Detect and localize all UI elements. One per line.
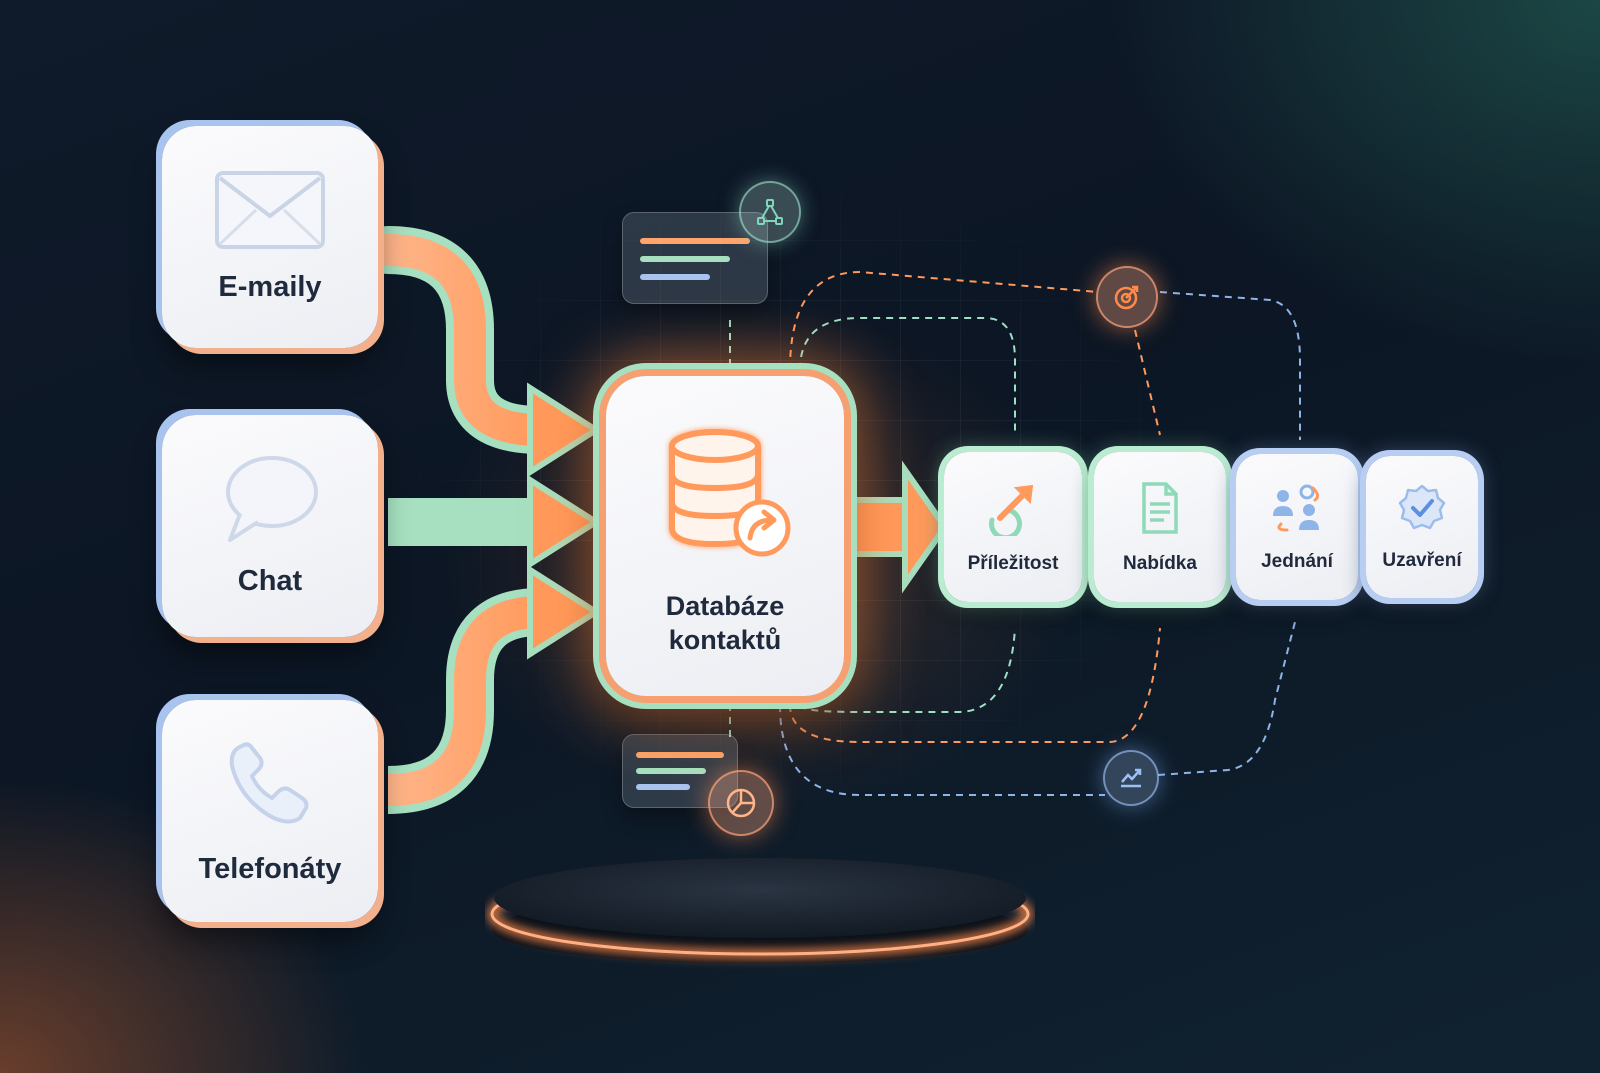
document-icon xyxy=(1138,480,1182,541)
flow-email-to-hub xyxy=(364,226,564,454)
trend-chart-icon xyxy=(1105,752,1157,804)
people-gear-icon xyxy=(1269,482,1325,539)
hub-label: Databáze kontaktů xyxy=(665,590,785,655)
flow-phone-to-hub xyxy=(387,588,541,814)
target-arrow-icon xyxy=(982,480,1044,541)
chat-bubble-icon xyxy=(220,454,320,549)
phone-icon xyxy=(222,736,318,837)
floating-panel-top xyxy=(622,212,768,304)
envelope-icon xyxy=(214,170,326,255)
network-nodes-icon xyxy=(741,183,799,241)
hub-platform xyxy=(488,858,1032,964)
stage-label: Příležitost xyxy=(967,552,1059,574)
stage-card-negotiation[interactable]: Jednání xyxy=(1236,454,1358,600)
flow-phone-arrowhead xyxy=(527,564,602,660)
stage-card-opportunity[interactable]: Příležitost xyxy=(944,452,1082,602)
stage-label: Uzavření xyxy=(1382,549,1462,571)
pie-chart-icon xyxy=(710,772,772,834)
stage-card-offer[interactable]: Nabídka xyxy=(1094,452,1226,602)
dashed-top xyxy=(729,270,1301,440)
hub-card-contacts-database[interactable]: Databáze kontaktů xyxy=(606,376,844,696)
floating-panel-bottom xyxy=(622,734,738,808)
database-icon xyxy=(650,416,800,571)
target-icon xyxy=(1098,268,1156,326)
stage-label: Jednání xyxy=(1261,550,1333,572)
source-label: Telefonáty xyxy=(198,853,342,885)
source-label: E-maily xyxy=(218,271,322,303)
stage-label: Nabídka xyxy=(1123,552,1197,574)
flow-hub-to-pipeline xyxy=(849,460,949,594)
source-card-emails[interactable]: E-maily xyxy=(162,126,378,348)
stage-card-closing[interactable]: Uzavření xyxy=(1366,456,1478,598)
dashed-bottom xyxy=(729,621,1296,796)
source-card-chat[interactable]: Chat xyxy=(162,415,378,637)
check-badge-icon xyxy=(1397,483,1447,538)
flow-email-arrowhead xyxy=(527,382,602,478)
source-label: Chat xyxy=(237,565,303,597)
source-card-phone[interactable]: Telefonáty xyxy=(162,700,378,922)
flow-chat-arrowhead xyxy=(527,474,602,570)
